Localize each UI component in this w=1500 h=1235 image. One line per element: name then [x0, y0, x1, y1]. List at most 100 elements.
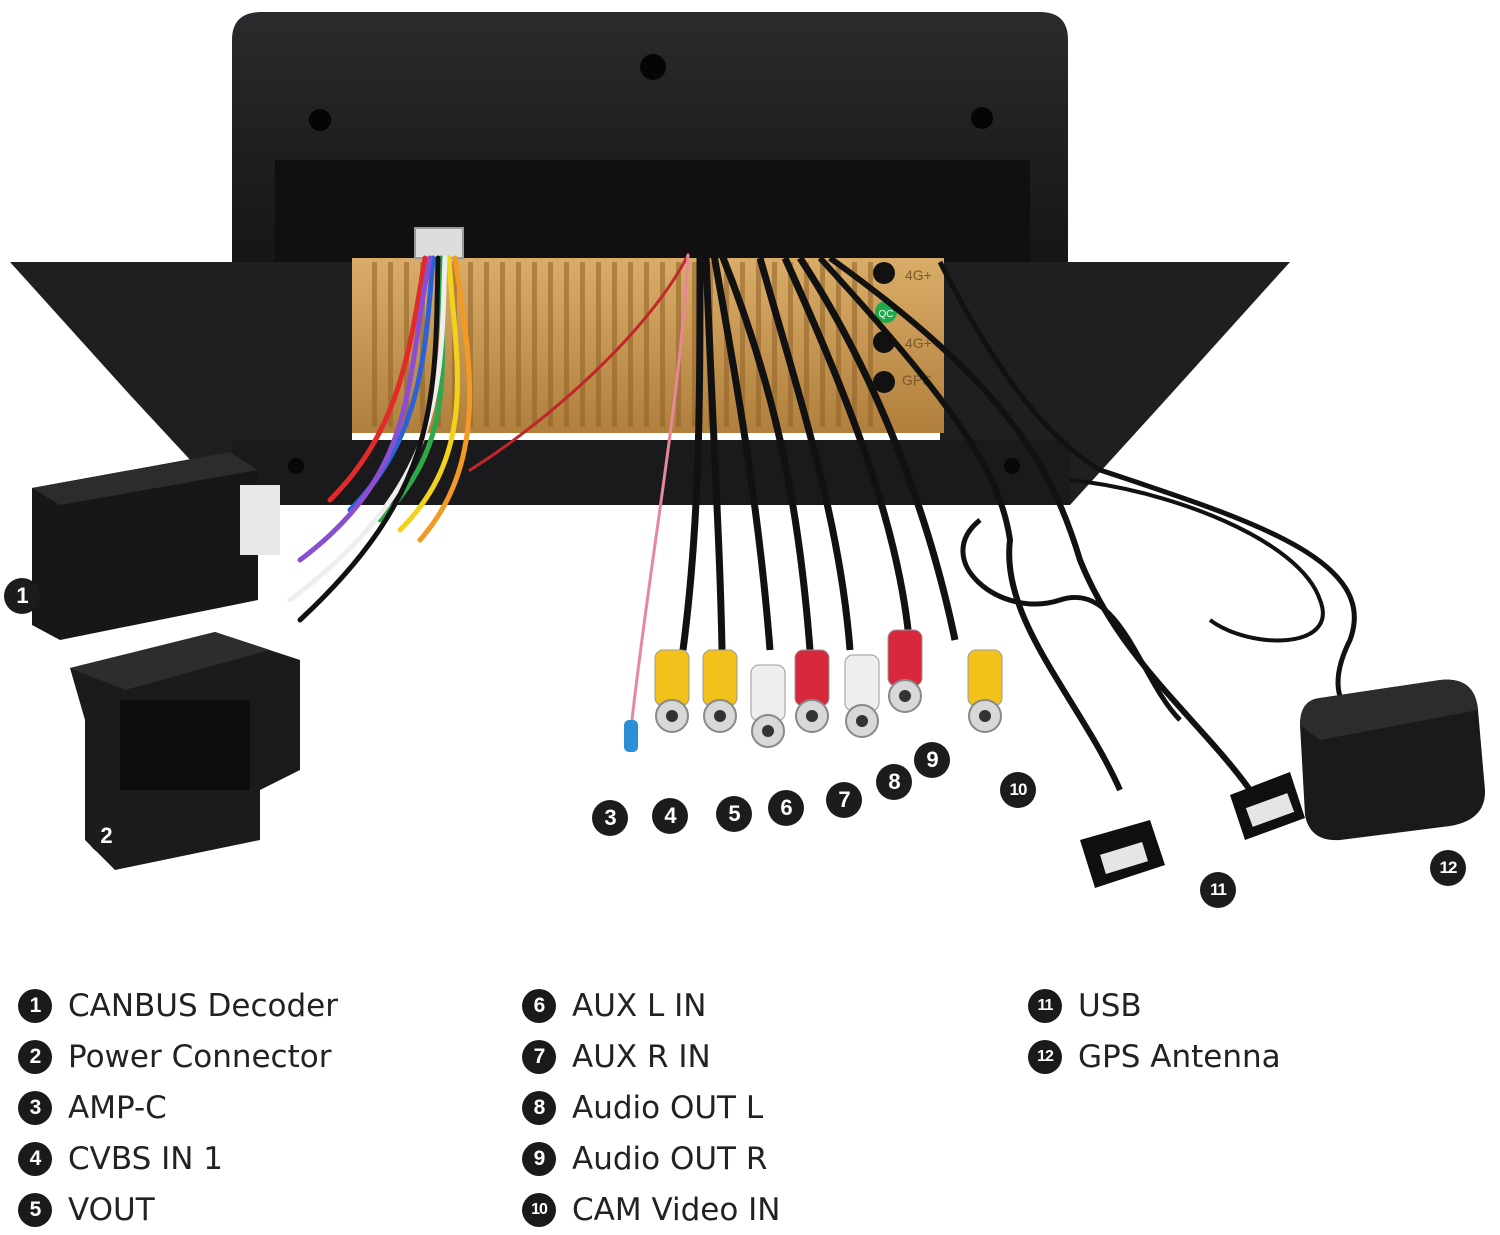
- wire-harness: [287, 227, 690, 752]
- heatsink-fin: [564, 262, 569, 427]
- callout-1: 1: [4, 578, 40, 614]
- legend-number: 3: [18, 1090, 52, 1125]
- qc-sticker-label: QC: [879, 309, 894, 320]
- legend-label: CANBUS Decoder: [68, 987, 338, 1024]
- legend-item: 8 Audio OUT L: [522, 1082, 781, 1133]
- legend-label: AUX R IN: [572, 1038, 711, 1075]
- rca-plug: [844, 654, 880, 712]
- legend-item: 6 AUX L IN: [522, 980, 781, 1031]
- legend-item: 11 USB: [1028, 980, 1281, 1031]
- heatsink-fin: [372, 262, 377, 427]
- legend-number: 1: [18, 988, 52, 1023]
- heatsink-fin: [532, 262, 537, 427]
- port-4g-mid-label: 4G+: [905, 335, 932, 351]
- legend-number: 7: [522, 1039, 556, 1074]
- callout-12: 12: [1430, 850, 1466, 886]
- legend-item: 2 Power Connector: [18, 1031, 338, 1082]
- heatsink-fin: [804, 262, 809, 427]
- heatsink-fin: [388, 262, 393, 427]
- legend-item: 12 GPS Antenna: [1028, 1031, 1281, 1082]
- legend-number: 10: [522, 1192, 556, 1227]
- legend-number: 11: [1028, 988, 1062, 1023]
- legend-number: 8: [522, 1090, 556, 1125]
- rca-plug-hole: [714, 710, 726, 722]
- heatsink-fin: [692, 262, 697, 427]
- rca-plug-hole: [979, 710, 991, 722]
- rca-plug: [654, 649, 690, 707]
- heatsink-fin: [740, 262, 745, 427]
- legend-label: Audio OUT R: [572, 1140, 768, 1177]
- heatsink-fin: [628, 262, 633, 427]
- usb-cables: [817, 255, 1305, 888]
- callout-9: 9: [914, 742, 950, 778]
- heatsink-fin: [852, 262, 857, 427]
- heatsink-fin: [404, 262, 409, 427]
- head-unit-photo: QC 4G+ 4G+ GPS: [10, 12, 1486, 888]
- legend-label: VOUT: [68, 1191, 155, 1228]
- rca-plug-hole: [806, 710, 818, 722]
- legend-number: 6: [522, 988, 556, 1023]
- rca-plug: [750, 664, 786, 722]
- port-4g-top-label: 4G+: [905, 267, 932, 283]
- power-connector: [70, 632, 300, 870]
- callout-6: 6: [768, 790, 804, 826]
- rca-cables: [654, 253, 1003, 748]
- legend-label: AUX L IN: [572, 987, 707, 1024]
- rca-plug: [702, 649, 738, 707]
- canbus-decoder-box: [32, 452, 280, 640]
- legend-item: 3 AMP-C: [18, 1082, 338, 1133]
- rca-plug: [794, 649, 830, 707]
- heatsink-fin: [772, 262, 777, 427]
- legend-number: 9: [522, 1141, 556, 1176]
- heatsink-fin: [788, 262, 793, 427]
- legend-item: 10 CAM Video IN: [522, 1184, 781, 1235]
- callout-2: 2: [88, 818, 124, 854]
- legend-label: GPS Antenna: [1078, 1038, 1281, 1075]
- legend-label: CAM Video IN: [572, 1191, 781, 1228]
- callout-7: 7: [826, 782, 862, 818]
- legend-number: 2: [18, 1039, 52, 1074]
- heatsink-fin: [644, 262, 649, 427]
- heatsink-fin: [548, 262, 553, 427]
- legend-label: Audio OUT L: [572, 1089, 764, 1126]
- callout-8: 8: [876, 764, 912, 800]
- rca-plug: [887, 629, 923, 687]
- callout-4: 4: [652, 798, 688, 834]
- heatsink-fin: [516, 262, 521, 427]
- legend-column-2: 6 AUX L IN 7 AUX R IN 8 Audio OUT L 9 Audio …: [522, 980, 781, 1235]
- legend-label: CVBS IN 1: [68, 1140, 224, 1177]
- legend-number: 5: [18, 1192, 52, 1227]
- legend-column-3: 11 USB 12 GPS Antenna: [1028, 980, 1281, 1082]
- legend-item: 1 CANBUS Decoder: [18, 980, 338, 1031]
- heatsink-fin: [868, 262, 873, 427]
- rca-plug-hole: [856, 715, 868, 727]
- heatsink-fin: [612, 262, 617, 427]
- legend-item: 4 CVBS IN 1: [18, 1133, 338, 1184]
- heatsink-fin: [596, 262, 601, 427]
- legend-label: Power Connector: [68, 1038, 332, 1075]
- legend-item: 9 Audio OUT R: [522, 1133, 781, 1184]
- rca-plug-hole: [666, 710, 678, 722]
- heatsink-fin: [500, 262, 505, 427]
- heatsink-fin: [484, 262, 489, 427]
- rca-plug-hole: [899, 690, 911, 702]
- callout-5: 5: [716, 796, 752, 832]
- legend-label: AMP-C: [68, 1089, 167, 1126]
- gps-antenna: [937, 260, 1486, 841]
- callout-10: 10: [1000, 772, 1036, 808]
- rca-plug-hole: [762, 725, 774, 737]
- rca-plug: [967, 649, 1003, 707]
- heatsink-fin: [660, 262, 665, 427]
- heatsink-fin: [756, 262, 761, 427]
- unit-housing: [10, 12, 1290, 505]
- legend-number: 12: [1028, 1039, 1062, 1074]
- heatsink-fin: [836, 262, 841, 427]
- heatsink-fin: [436, 262, 441, 427]
- callout-11: 11: [1200, 872, 1236, 908]
- legend-item: 7 AUX R IN: [522, 1031, 781, 1082]
- legend-label: USB: [1078, 987, 1142, 1024]
- legend-number: 4: [18, 1141, 52, 1176]
- heatsink-fin: [676, 262, 681, 427]
